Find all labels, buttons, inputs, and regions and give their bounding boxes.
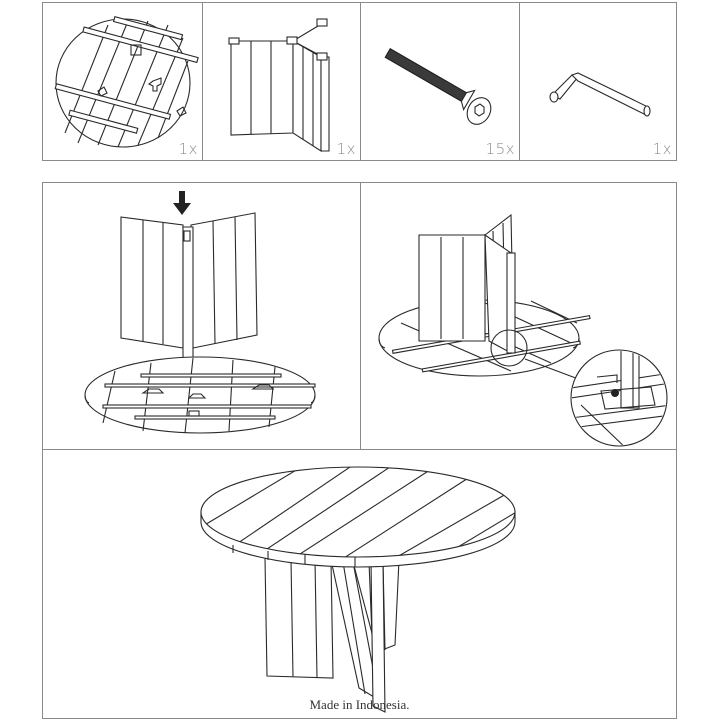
hex-allen-key-icon — [549, 72, 651, 117]
quantity-label: 1x — [652, 140, 672, 158]
quantity-label: 1x — [336, 140, 356, 158]
step-2-illustration — [378, 213, 668, 447]
step-1-illustration — [84, 191, 316, 434]
pedestal-base-icon — [228, 18, 330, 153]
part-panel-allen-key: 1x — [519, 2, 677, 161]
made-in-label: Made in Indonesia. — [309, 697, 410, 712]
step-3-panel: Made in Indonesia. — [42, 449, 677, 719]
step-2-panel — [360, 182, 677, 450]
quantity-label: 15x — [485, 140, 515, 158]
table-top-underside-icon — [54, 15, 199, 148]
part-panel-pedestal-base: 1x — [202, 2, 361, 161]
step-1-panel — [42, 182, 361, 450]
part-panel-table-top: 1x — [42, 2, 203, 161]
finished-table-illustration — [200, 466, 516, 713]
quantity-label: 1x — [178, 140, 198, 158]
hex-socket-bolt-icon — [384, 47, 492, 125]
down-arrow-icon — [173, 191, 191, 215]
part-panel-bolt: 15x — [360, 2, 520, 161]
